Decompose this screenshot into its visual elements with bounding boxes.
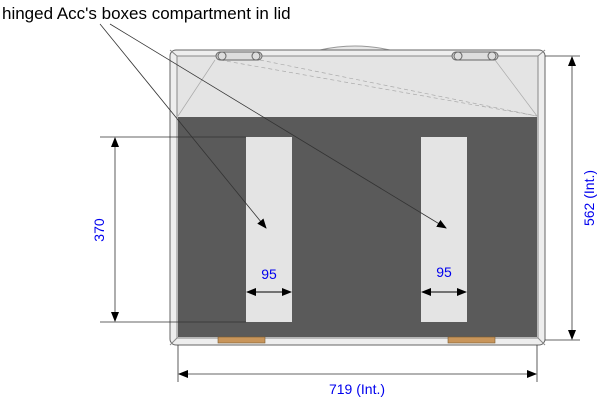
hinge-left: [217, 336, 266, 344]
dimension-719-label: 719 (Int.): [329, 381, 385, 397]
dimension-719: [177, 345, 538, 382]
dimension-370: [100, 136, 246, 323]
latch-left: [215, 51, 263, 61]
acc-box-right: [421, 137, 467, 322]
dimension-562: [545, 55, 580, 341]
dimension-95-left-label: 95: [261, 266, 277, 282]
dimension-95-right-label: 95: [436, 264, 452, 280]
interior-compartment: [178, 117, 537, 337]
latch-right: [451, 51, 499, 61]
dimension-370-label: 370: [91, 218, 107, 242]
acc-box-left: [246, 137, 292, 322]
dimension-562-label: 562 (Int.): [581, 170, 597, 226]
callout-label: hinged Acc's boxes compartment in lid: [2, 4, 291, 23]
lid-lines: [177, 59, 538, 117]
hinge-right: [447, 336, 496, 344]
callout-leaders: [99, 23, 447, 229]
